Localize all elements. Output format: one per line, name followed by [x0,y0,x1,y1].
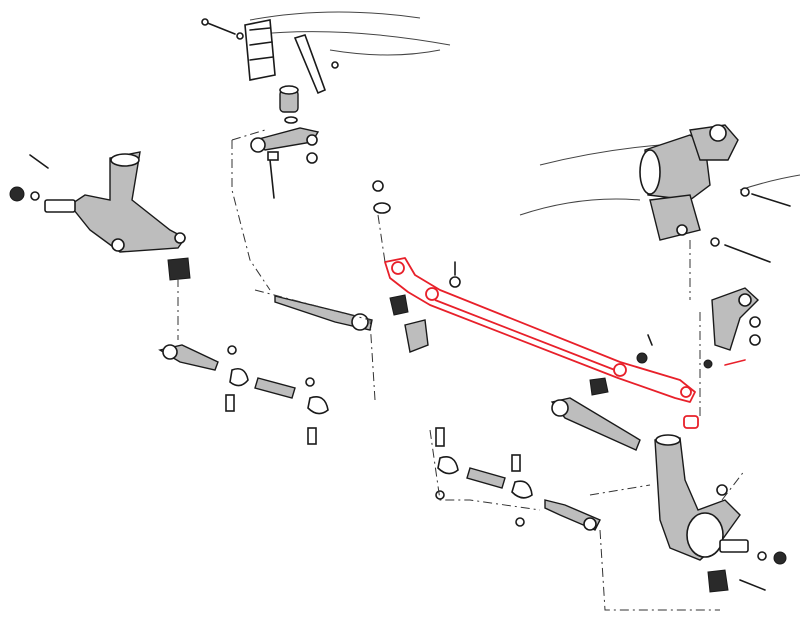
idler-bracket [293,34,339,95]
right-steering-knuckle [654,434,749,561]
center-link-bushing[interactable] [683,415,699,429]
body-outline [249,11,800,216]
left-hub-nut [9,154,49,202]
center-link-nuts [589,334,653,396]
idler-bushing [279,85,299,124]
left-steering-knuckle [44,151,187,253]
right-adjusting-sleeve [466,467,506,489]
pitman-arm [703,287,761,369]
right-inner-tie-rod [550,397,641,451]
right-dust-boot [707,569,729,593]
left-outer-tie-rod-end [158,344,219,371]
left-sleeve-clamps [225,345,329,445]
center-link[interactable] [384,257,696,403]
left-inner-tie-rod [274,295,373,331]
left-dust-boot [167,257,191,281]
right-outer-tie-rod-end [544,499,601,531]
idler-ball-joint [389,294,429,353]
right-sleeve-clamps [435,427,533,527]
idler-arm [250,127,320,199]
left-adjusting-sleeve [254,377,296,399]
bolt-top-left [201,18,244,40]
assembly-leader-lines [177,129,746,611]
steering-gear-box [639,124,739,241]
center-link-nut-top [372,180,461,288]
right-hub-nut [739,551,787,591]
steering-box-bolts [710,187,791,263]
frame-bracket [244,19,276,81]
